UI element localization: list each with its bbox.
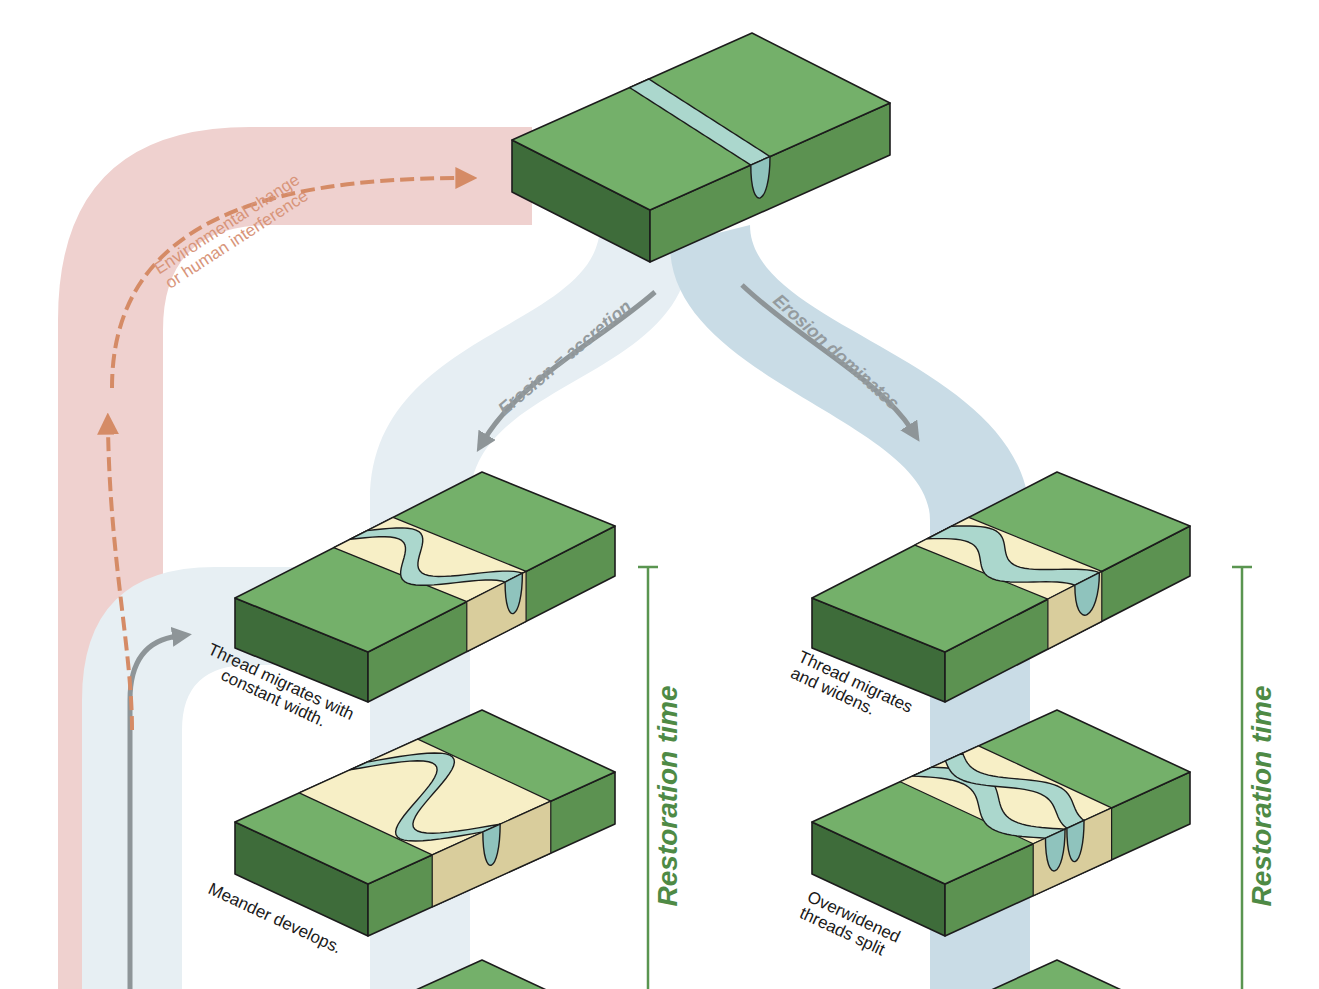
axis-label: Restoration time (653, 686, 682, 907)
block-face (235, 710, 615, 884)
disturbance-arrow (108, 428, 132, 730)
landform-block: Overwidened threads split (812, 710, 1190, 936)
landform-block-art (512, 33, 890, 262)
block-face (927, 526, 1099, 585)
block-face (812, 710, 1190, 884)
process-arrow (484, 292, 655, 440)
axis-label: Restoration time (1247, 686, 1276, 907)
block-face (350, 528, 523, 585)
landform-block: Thread migrates and widens. (812, 472, 1190, 702)
block-outline (235, 710, 615, 936)
block-face (812, 472, 1190, 652)
channel-section (751, 157, 770, 199)
block-face (432, 801, 551, 907)
block-face (630, 79, 770, 165)
landform-block: Thread migrates with constant width. (235, 472, 615, 702)
landform-block-art (235, 960, 615, 989)
channel-section (1045, 829, 1065, 871)
block-face (235, 960, 615, 989)
channel-section (1067, 820, 1084, 861)
block-outline (812, 472, 1190, 702)
process-arrow (742, 285, 912, 430)
landform-block-art (812, 960, 1190, 989)
block-outline (235, 472, 615, 702)
block-face (512, 33, 890, 210)
return-arrow (130, 636, 178, 989)
landform-blocks (235, 33, 1190, 989)
landform-block: Meander develops. (235, 710, 615, 936)
block-face (946, 753, 1085, 828)
block-face (235, 472, 615, 652)
channel-section (483, 824, 500, 865)
block-outline (812, 710, 1190, 936)
block-face (350, 753, 500, 841)
channel-section (1075, 573, 1100, 616)
block-face (812, 960, 1190, 989)
channel-section (505, 573, 522, 613)
block-face (467, 571, 526, 651)
